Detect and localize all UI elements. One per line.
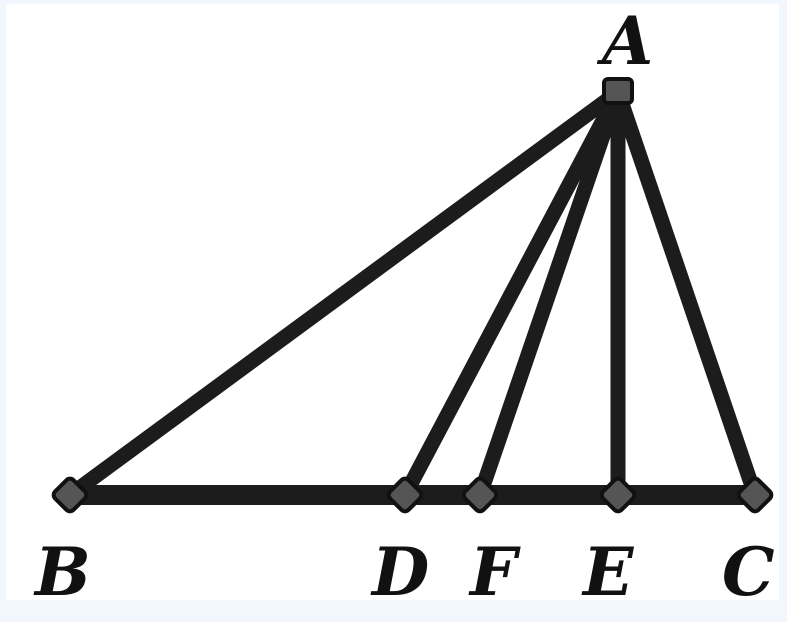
segment-AB [62, 84, 626, 503]
point-D [386, 476, 424, 514]
point-C [736, 476, 774, 514]
label-B: B [33, 533, 91, 611]
label-E: E [581, 533, 635, 611]
point-B [51, 476, 89, 514]
segment-AD [397, 84, 626, 503]
segment-AF [472, 84, 626, 503]
point-F [461, 476, 499, 514]
label-D: D [370, 533, 429, 611]
segments [60, 84, 765, 505]
segment-AC [610, 84, 763, 503]
point-E [599, 476, 637, 514]
label-A: A [596, 2, 653, 80]
point-A [602, 77, 634, 105]
points [51, 77, 774, 514]
labels: A B D F E C [33, 2, 775, 611]
label-F: F [468, 533, 521, 611]
label-C: C [722, 533, 775, 611]
